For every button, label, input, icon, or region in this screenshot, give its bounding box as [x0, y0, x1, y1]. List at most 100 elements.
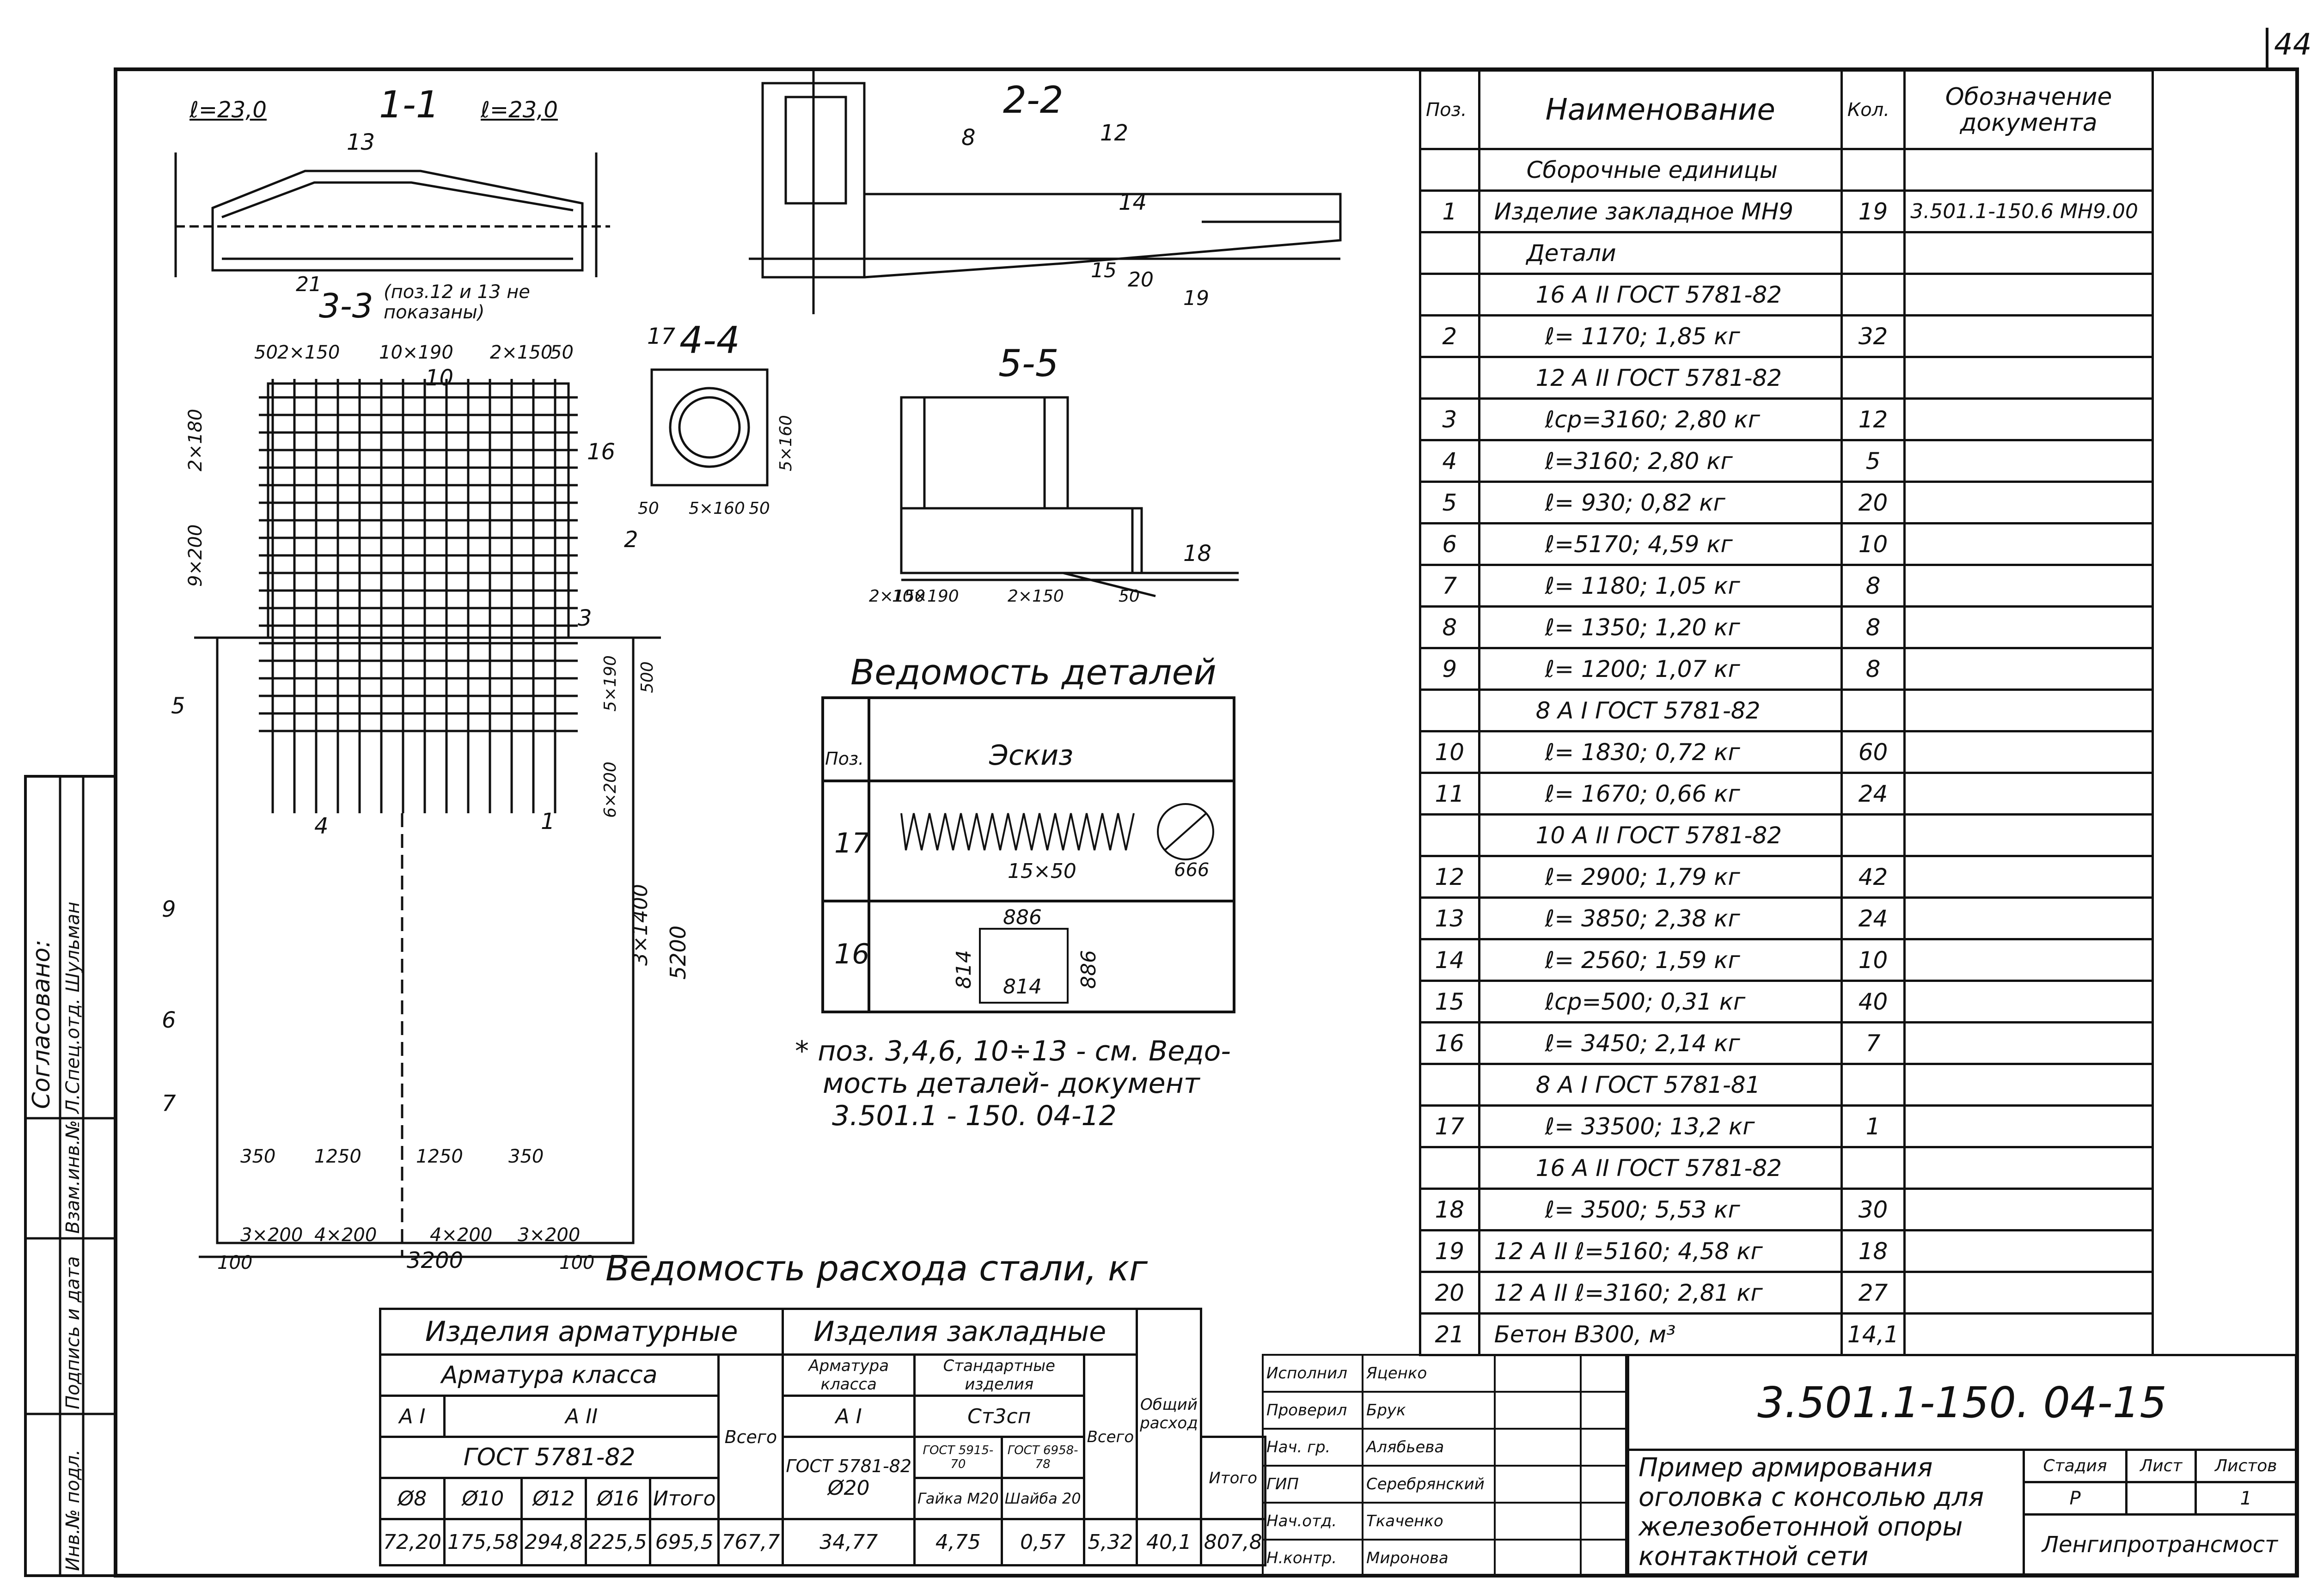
spec-cell-qty	[1840, 1063, 1906, 1107]
spec-cell-qty: 8	[1840, 605, 1906, 649]
spring-dim: 15×50	[1008, 859, 1076, 883]
signature-name: Ткаченко	[1362, 1502, 1496, 1541]
spec-cell-pos: 9	[1419, 647, 1480, 691]
spec-cell-pos: 13	[1419, 896, 1480, 940]
spec-cell-doc	[1903, 1312, 2154, 1356]
spec-cell-pos	[1419, 813, 1480, 857]
spec-cell-name: ℓ= 33500; 13,2 кг	[1478, 1104, 1843, 1148]
spec-cell-name: ℓ= 2900; 1,79 кг	[1478, 855, 1843, 899]
spec-cell-qty: 1	[1840, 1104, 1906, 1148]
spec-cell-pos: 5	[1419, 481, 1480, 524]
spec-cell-pos: 18	[1419, 1188, 1480, 1231]
spec-cell-pos: 19	[1419, 1229, 1480, 1273]
spec-cell-name: ℓ= 1830; 0,72 кг	[1478, 730, 1843, 774]
dim-label: 50	[749, 499, 770, 518]
spec-cell-doc	[1903, 647, 2154, 691]
signature-mark	[1494, 1391, 1582, 1430]
pos-marker: 10	[425, 365, 454, 391]
spec-cell-name: ℓ= 1200; 1,07 кг	[1478, 647, 1843, 691]
steel-value: 294,8	[520, 1518, 587, 1566]
spec-cell-pos: 10	[1419, 730, 1480, 774]
details-sketch-header: Эскиз	[989, 739, 1074, 772]
section-2-2-label: 2-2	[1003, 79, 1064, 122]
spec-cell-doc	[1903, 148, 2154, 192]
spec-cell-name: ℓср=500; 0,31 кг	[1478, 980, 1843, 1023]
spec-cell-doc	[1903, 356, 2154, 400]
spec-row: 8 А I ГОСТ 5781-81	[1419, 1063, 2154, 1107]
strip-inv-replace: Взам.инв.№	[62, 1120, 84, 1234]
spec-cell-pos: 12	[1419, 855, 1480, 899]
spec-cell-qty: 10	[1840, 938, 1906, 982]
frame-dim-top: 886	[1003, 906, 1042, 929]
spec-cell-qty: 19	[1840, 189, 1906, 233]
spec-cell-doc	[1903, 314, 2154, 358]
steel-value: 807,8	[1199, 1518, 1266, 1566]
pos-marker: 16	[587, 439, 616, 465]
spec-cell-name: ℓ= 930; 0,82 кг	[1478, 481, 1843, 524]
pos-marker: 3	[578, 605, 592, 631]
details-pos-17: 17	[834, 827, 870, 859]
steel-col-header: Ø8	[379, 1477, 446, 1521]
pos-marker: 14	[1119, 189, 1147, 215]
pos-marker: 4	[314, 813, 329, 839]
spec-cell-qty: 60	[1840, 730, 1906, 774]
spec-cell-pos: 1	[1419, 189, 1480, 233]
spec-header-name: Наименование	[1478, 69, 1843, 150]
signature-name: Яценко	[1362, 1354, 1496, 1393]
spec-cell-doc	[1903, 1063, 2154, 1107]
spec-cell-pos: 20	[1419, 1271, 1480, 1315]
spec-cell-name: 16 А II ГОСТ 5781-82	[1478, 1146, 1843, 1190]
steel-value: 34,77	[782, 1518, 916, 1566]
pos-marker: 5	[171, 693, 185, 719]
steel-col-header: Ø16	[584, 1477, 651, 1521]
dim-label: 50	[638, 499, 659, 518]
spec-cell-qty: 27	[1840, 1271, 1906, 1315]
steel-value: 767,7	[717, 1518, 784, 1566]
dim-label: 2×150	[490, 342, 553, 363]
sheets-label: Листов	[2195, 1449, 2297, 1483]
dim-label: 5×190	[601, 655, 620, 712]
pos-marker: 2	[624, 527, 638, 553]
spec-cell-doc	[1903, 813, 2154, 857]
spec-cell-name: ℓ= 1350; 1,20 кг	[1478, 605, 1843, 649]
spec-cell-pos: 2	[1419, 314, 1480, 358]
dim-label: 350	[240, 1146, 276, 1167]
spec-cell-name: Сборочные единицы	[1478, 148, 1843, 192]
dim-label: 2×150	[1008, 587, 1064, 606]
dim-label: 5×160	[776, 415, 795, 471]
pos-marker: 12	[1100, 120, 1129, 146]
spec-cell-name: ℓ= 3450; 2,14 кг	[1478, 1021, 1843, 1065]
details-table-title: Ведомость деталей	[850, 652, 1217, 693]
dim-label: 2×150	[277, 342, 340, 363]
spec-row: Сборочные единицы	[1419, 148, 2154, 192]
steel-h-total: Всего	[717, 1353, 784, 1521]
note-line-1: * поз. 3,4,6, 10÷13 - см. Ведо-	[795, 1035, 1231, 1067]
steel-value: 0,57	[1000, 1518, 1085, 1566]
sheets-value: 1	[2195, 1481, 2297, 1516]
dim-label: 5200	[666, 925, 691, 980]
spec-cell-qty: 20	[1840, 481, 1906, 524]
dim-label: 3200	[407, 1248, 464, 1273]
section-3-3	[194, 379, 661, 1258]
spec-cell-name: 16 А II ГОСТ 5781-82	[1478, 273, 1843, 317]
steel-value: 72,20	[379, 1518, 446, 1566]
pos-marker: 19	[1183, 286, 1209, 310]
signature-mark	[1494, 1539, 1582, 1578]
spec-cell-name: 8 А I ГОСТ 5781-82	[1478, 688, 1843, 732]
dim-label: 50	[254, 342, 278, 363]
steel-value: 175,58	[443, 1518, 523, 1566]
spec-cell-qty: 24	[1840, 896, 1906, 940]
